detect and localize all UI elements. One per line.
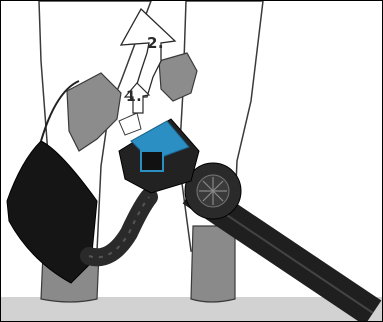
step-2-label: 2. [147,34,164,52]
step-1-label: 1. [126,89,142,105]
